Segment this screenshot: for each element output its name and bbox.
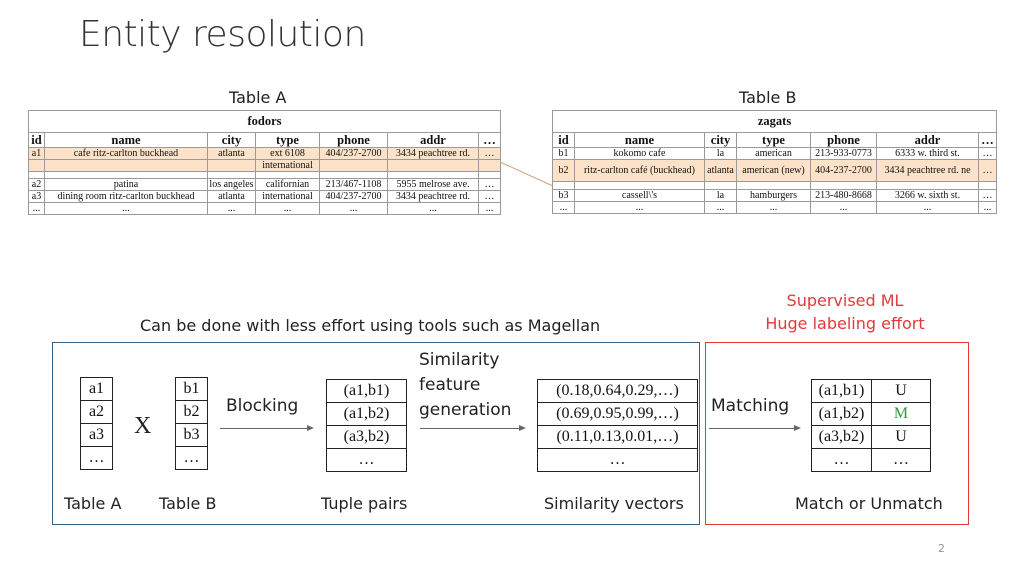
table-b-label: Table B: [739, 88, 797, 107]
feature-arrow: [420, 425, 526, 431]
caption-similarity-vectors: Similarity vectors: [544, 494, 684, 513]
magellan-box: [52, 342, 700, 525]
supervised-title: Supervised ML: [786, 291, 904, 310]
caption-tuple-pairs: Tuple pairs: [321, 494, 408, 513]
pipeline-table-a: a1 a2 a3 …: [80, 377, 113, 470]
table-row: ......... ......... ...: [28, 202, 502, 215]
blocking-label: Blocking: [226, 396, 299, 416]
table-row: ......... ......... ...: [552, 201, 998, 214]
cross-product-symbol: X: [134, 413, 152, 439]
supervised-subtitle: Huge labeling effort: [765, 314, 925, 333]
match-label: M: [871, 402, 931, 426]
caption-table-a: Table A: [64, 494, 122, 513]
page-title: Entity resolution: [79, 14, 366, 55]
table-row: ……: [811, 448, 931, 472]
table-row: (a3,b2)U: [811, 425, 931, 449]
table-caption: zagats: [551, 110, 998, 133]
page-number: 2: [938, 542, 945, 555]
blocking-arrow: [220, 425, 314, 431]
pipeline-table-b: b1 b2 b3 …: [175, 377, 208, 470]
similarity-vectors-table: (0.18,0.64,0.29,…) (0.69,0.95,0.99,…) (0…: [537, 379, 698, 472]
table-row: (a1,b1)U: [811, 379, 931, 403]
tuple-pairs-table: (a1,b1) (a1,b2) (a3,b2) …: [326, 379, 407, 472]
supervised-box: [705, 342, 969, 525]
table-row: international: [28, 159, 502, 172]
table-row: (a1,b2)M: [811, 402, 931, 426]
effort-note: Can be done with less effort using tools…: [140, 316, 601, 335]
table-a-label: Table A: [229, 88, 287, 107]
match-table: (a1,b1)U (a1,b2)M (a3,b2)U ……: [811, 379, 931, 472]
caption-match-or-unmatch: Match or Unmatch: [795, 494, 943, 513]
connector-line: [499, 161, 554, 187]
caption-table-b: Table B: [159, 494, 217, 513]
matching-label: Matching: [711, 396, 790, 416]
matching-arrow: [709, 425, 801, 431]
similarity-feature-label: Similarity feature generation: [419, 350, 512, 420]
